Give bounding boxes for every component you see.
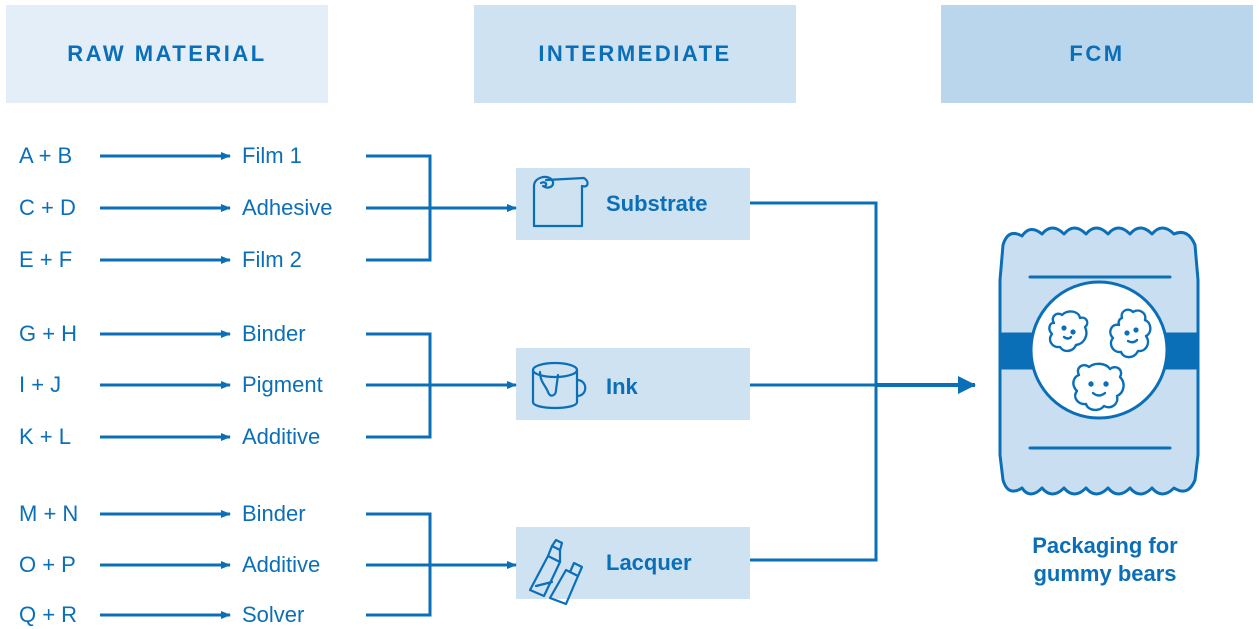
header-fcm: FCM	[941, 5, 1253, 103]
output-pigment: Pigment	[242, 372, 323, 397]
fcm-label-line1: Packaging for	[1032, 533, 1178, 558]
output-binder-2: Binder	[242, 501, 306, 526]
raw-inputs-gh: G + H	[19, 321, 78, 346]
fcm-label: Packaging for gummy bears	[990, 532, 1220, 588]
output-solver: Solver	[242, 602, 305, 627]
intermediate-label-substrate: Substrate	[606, 191, 708, 216]
header-raw-material: RAW MATERIAL	[6, 5, 328, 103]
raw-inputs-kl: K + L	[19, 424, 71, 449]
raw-inputs-op: O + P	[19, 552, 76, 577]
gummy-bear-package-icon	[998, 226, 1200, 496]
output-film1: Film 1	[242, 143, 302, 168]
merge-connector	[750, 201, 878, 562]
output-additive-2: Additive	[242, 552, 321, 577]
raw-inputs-qr: Q + R	[19, 602, 78, 627]
header-fcm-label: FCM	[1069, 41, 1125, 66]
intermediate-label-ink: Ink	[606, 374, 638, 399]
paper-roll-icon	[532, 175, 589, 228]
raw-inputs-ij: I + J	[19, 372, 62, 397]
intermediate-label-lacquer: Lacquer	[606, 550, 692, 575]
fcm-label-line2: gummy bears	[1033, 561, 1177, 586]
tubes-icon	[528, 538, 584, 606]
paint-bucket-icon	[531, 361, 587, 410]
header-raw-material-label: RAW MATERIAL	[67, 41, 267, 66]
header-intermediate-label: INTERMEDIATE	[538, 41, 732, 66]
raw-inputs-cd: C + D	[19, 195, 76, 220]
output-adhesive: Adhesive	[242, 195, 333, 220]
output-additive: Additive	[242, 424, 321, 449]
header-intermediate: INTERMEDIATE	[474, 5, 796, 103]
output-film2: Film 2	[242, 247, 302, 272]
output-binder: Binder	[242, 321, 306, 346]
intermediate-box-lacquer	[516, 527, 750, 599]
raw-inputs-ef: E + F	[19, 247, 73, 272]
raw-inputs-ab: A + B	[19, 143, 73, 168]
raw-inputs-mn: M + N	[19, 501, 79, 526]
